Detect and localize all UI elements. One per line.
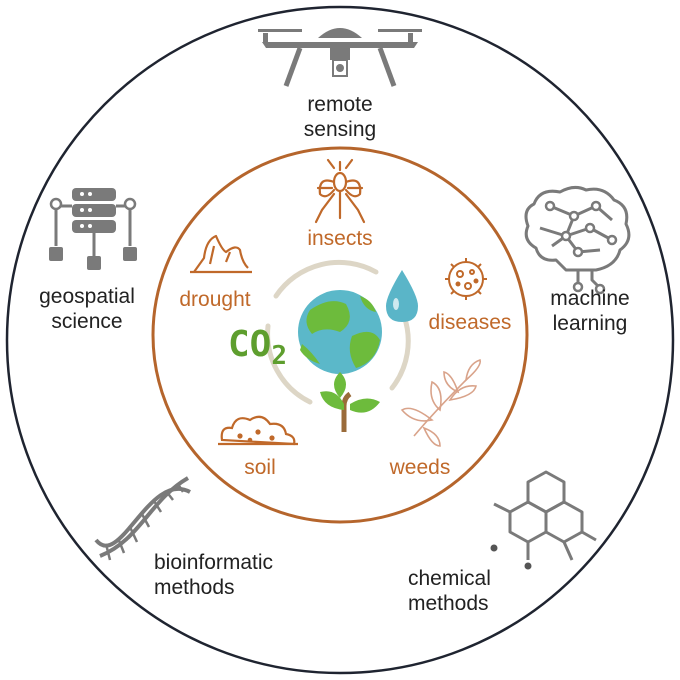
bioinformatic-methods-line2: methods <box>154 576 235 600</box>
co2-sub: 2 <box>271 341 287 371</box>
diseases-label: diseases <box>428 311 512 334</box>
water-drop-icon <box>386 270 418 322</box>
outer-ring <box>5 5 675 675</box>
mosquito-icon <box>314 158 366 224</box>
geospatial-science-label: geospatial science <box>22 284 152 334</box>
molecule-icon <box>490 470 597 570</box>
machine-learning-line2: learning <box>552 312 628 336</box>
bioinformatic-methods-label: bioinformatic methods <box>154 550 273 600</box>
machine-learning-label: machine learning <box>535 286 645 336</box>
insects-label: insects <box>307 227 373 250</box>
remote-sensing-label: remote sensing <box>290 92 390 142</box>
chemical-methods-line2: methods <box>408 592 489 616</box>
drought-label: drought <box>179 288 251 311</box>
cycle-ring <box>265 259 411 405</box>
drought-icon <box>190 234 252 274</box>
dna-icon <box>94 476 191 561</box>
weed-icon <box>400 358 482 447</box>
remote-sensing-line1: remote <box>307 93 373 116</box>
soil-label: soil <box>244 456 276 479</box>
virus-icon <box>445 258 487 300</box>
co2-main: CO <box>228 324 271 365</box>
co2-label: CO2 <box>228 324 287 371</box>
database-network-icon <box>49 188 137 270</box>
brain-network-icon <box>524 185 631 295</box>
sprout-icon <box>320 372 380 432</box>
soil-icon <box>218 415 298 446</box>
inner-ring <box>151 146 529 524</box>
bioinformatic-methods-line1: bioinformatic <box>154 551 274 574</box>
machine-learning-line1: machine <box>550 287 630 310</box>
chemical-methods-label: chemical methods <box>408 566 491 616</box>
drone-icon <box>258 28 422 87</box>
geospatial-science-line2: science <box>51 310 123 334</box>
geospatial-science-line1: geospatial <box>39 285 135 308</box>
weeds-label: weeds <box>389 456 451 479</box>
remote-sensing-line2: sensing <box>303 118 377 142</box>
chemical-methods-line1: chemical <box>408 567 491 590</box>
earth-icon <box>298 290 382 374</box>
